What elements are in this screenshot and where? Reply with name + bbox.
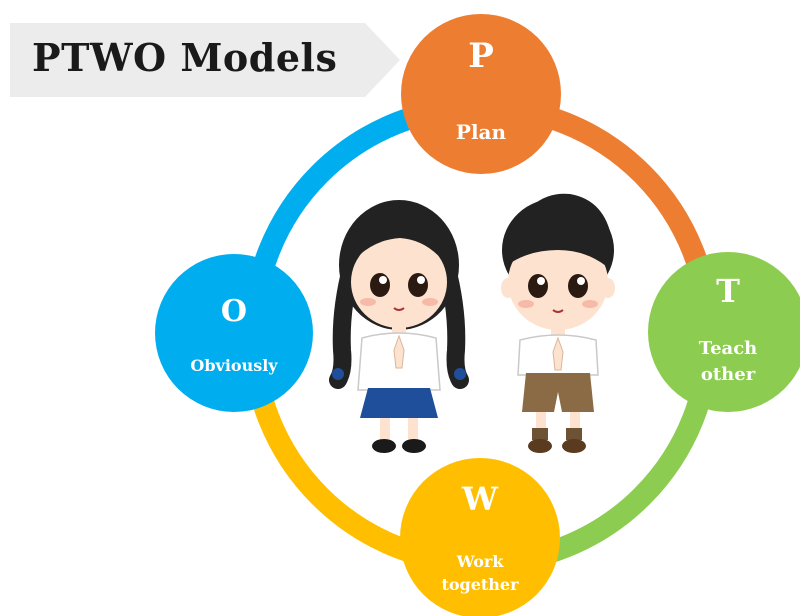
node-teach-other-label: Teach other — [698, 338, 758, 386]
node-obviously: O Obviously — [155, 254, 313, 412]
node-work-together-label: Work together — [441, 552, 519, 595]
page-title: PTWO Models — [32, 35, 338, 80]
node-obviously-letter: O — [220, 294, 248, 329]
node-work-together: W Work together — [400, 458, 560, 616]
node-obviously-label: Obviously — [190, 356, 278, 375]
node-plan-label: Plan — [455, 120, 507, 144]
node-work-together-letter: W — [462, 480, 498, 518]
node-plan: P Plan — [401, 14, 561, 174]
boy-student-figure — [501, 193, 615, 453]
title-banner: PTWO Models — [10, 23, 400, 97]
girl-student-figure — [329, 200, 469, 453]
banner-arrow-shape — [10, 23, 400, 97]
students-illustration — [329, 193, 615, 453]
node-plan-letter: P — [468, 36, 494, 76]
node-teach-other: T Teach other — [648, 252, 800, 412]
node-teach-other-letter: T — [716, 272, 740, 310]
